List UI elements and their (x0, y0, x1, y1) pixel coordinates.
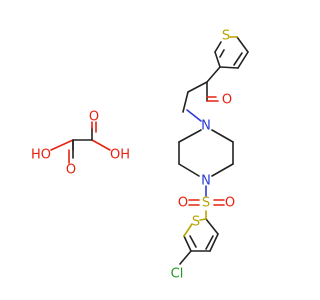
ketone-chain (182, 66, 221, 122)
sulfonyl-group (188, 185, 225, 220)
oxalic-oxygen-bottom-label: O (66, 163, 76, 178)
oxalic-acid (50, 121, 111, 164)
piperazine-ring (178, 129, 234, 177)
sulfur-bottom-label: S (192, 215, 200, 230)
nitrogen-upper-label: N (201, 119, 211, 134)
oxalic-oh-label: OH (110, 148, 130, 163)
sulfur-sulfonyl-label: S (202, 196, 210, 211)
thiophene-bottom-ring (179, 218, 219, 265)
chlorine-label: Cl (171, 267, 184, 282)
oxalic-oxygen-top-label: O (89, 110, 99, 125)
oxygen-sulfonyl-left-label: O (178, 196, 188, 211)
thiophene-top-ring (214, 36, 249, 69)
oxygen-sulfonyl-right-label: O (225, 196, 235, 211)
structure-diagram: S O N N S O O S Cl HO OH O O (31, 29, 249, 282)
oxalic-ho-label: HO (31, 148, 51, 163)
sulfur-top-label: S (222, 29, 230, 44)
oxygen-ketone-label: O (222, 93, 232, 108)
nitrogen-lower-label: N (201, 174, 211, 189)
